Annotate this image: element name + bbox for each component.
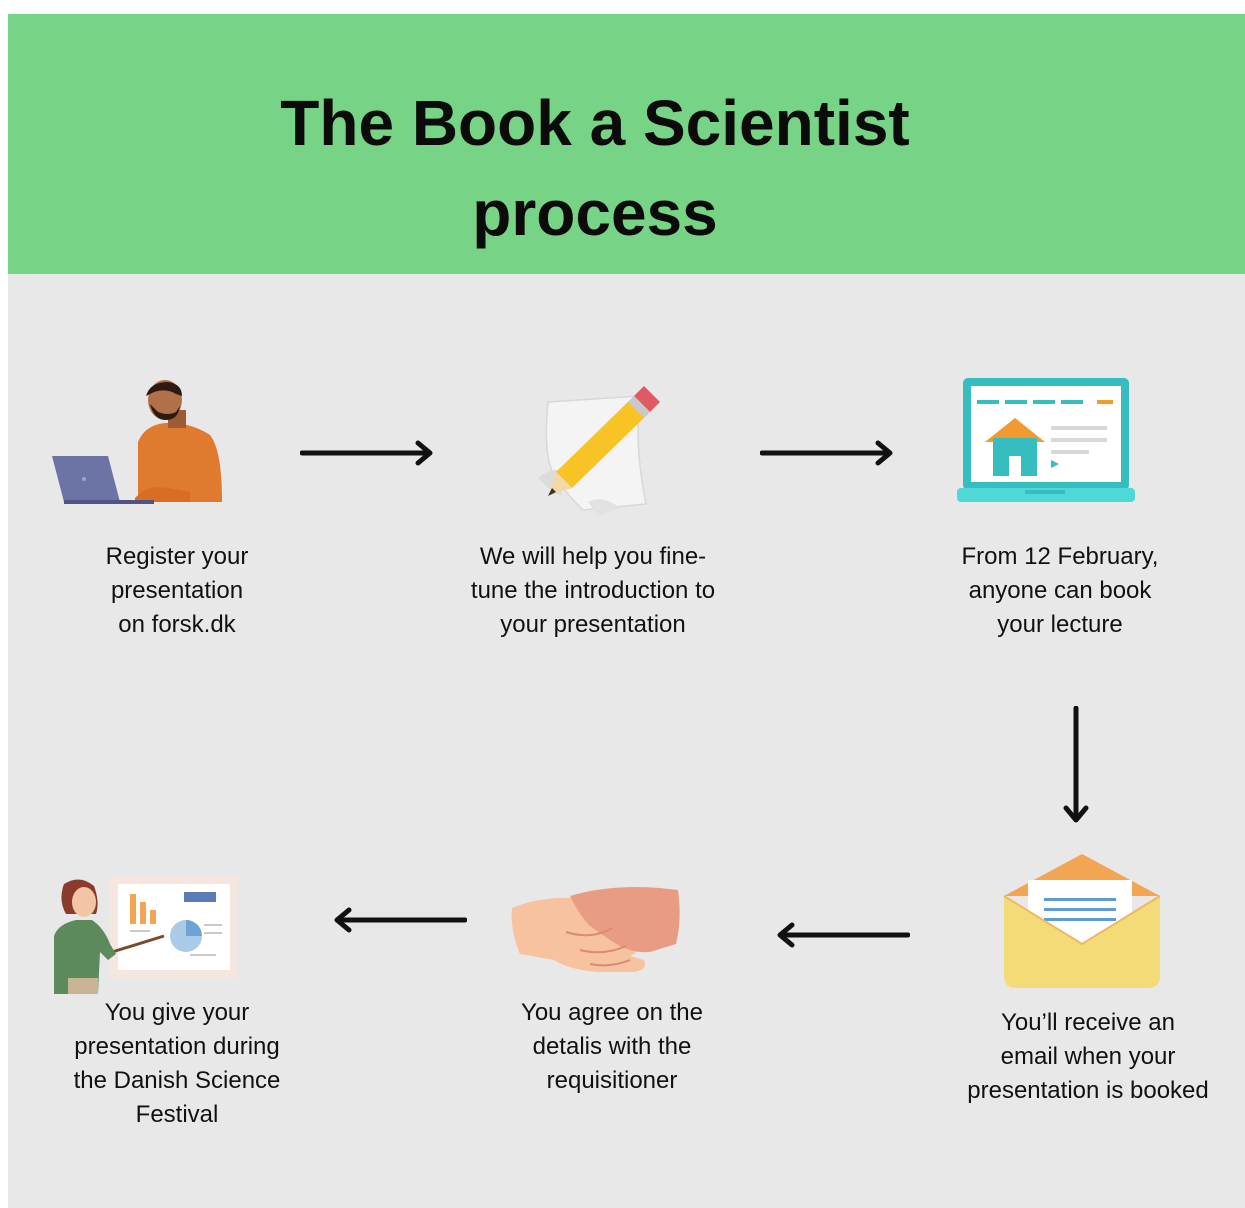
handshake-icon: [511, 887, 680, 972]
step-5-caption: You agree on the detalis with the requis…: [521, 999, 703, 1094]
arrow-step5-to-step6: [334, 907, 467, 933]
step-2-caption: We will help you fine- tune the introduc…: [470, 543, 716, 638]
page-title: The Book a Scientist process: [220, 78, 970, 258]
laptop-booking-page-icon: [957, 378, 1135, 502]
step-6-caption: You give your presentation during the Da…: [73, 999, 281, 1128]
envelope-icon: [1003, 854, 1161, 988]
arrow-step2-to-step3: [760, 440, 893, 466]
presenter-at-board-icon: [54, 876, 238, 994]
pencil-paper-icon: [538, 386, 660, 516]
step-4-caption: You’ll receive an email when your presen…: [967, 1009, 1209, 1104]
person-at-laptop-icon: [52, 380, 222, 504]
step-3-caption: From 12 February, anyone can book your l…: [961, 543, 1159, 638]
arrow-step4-to-step5: [777, 922, 910, 948]
step-1-caption: Register your presentation on forsk.dk: [105, 543, 249, 638]
title-line-1: The Book a Scientist: [280, 87, 910, 159]
title-banner: [8, 14, 1245, 274]
arrow-step3-to-step4: [1063, 706, 1089, 823]
title-line-2: process: [472, 177, 718, 249]
arrow-step1-to-step2: [300, 440, 433, 466]
